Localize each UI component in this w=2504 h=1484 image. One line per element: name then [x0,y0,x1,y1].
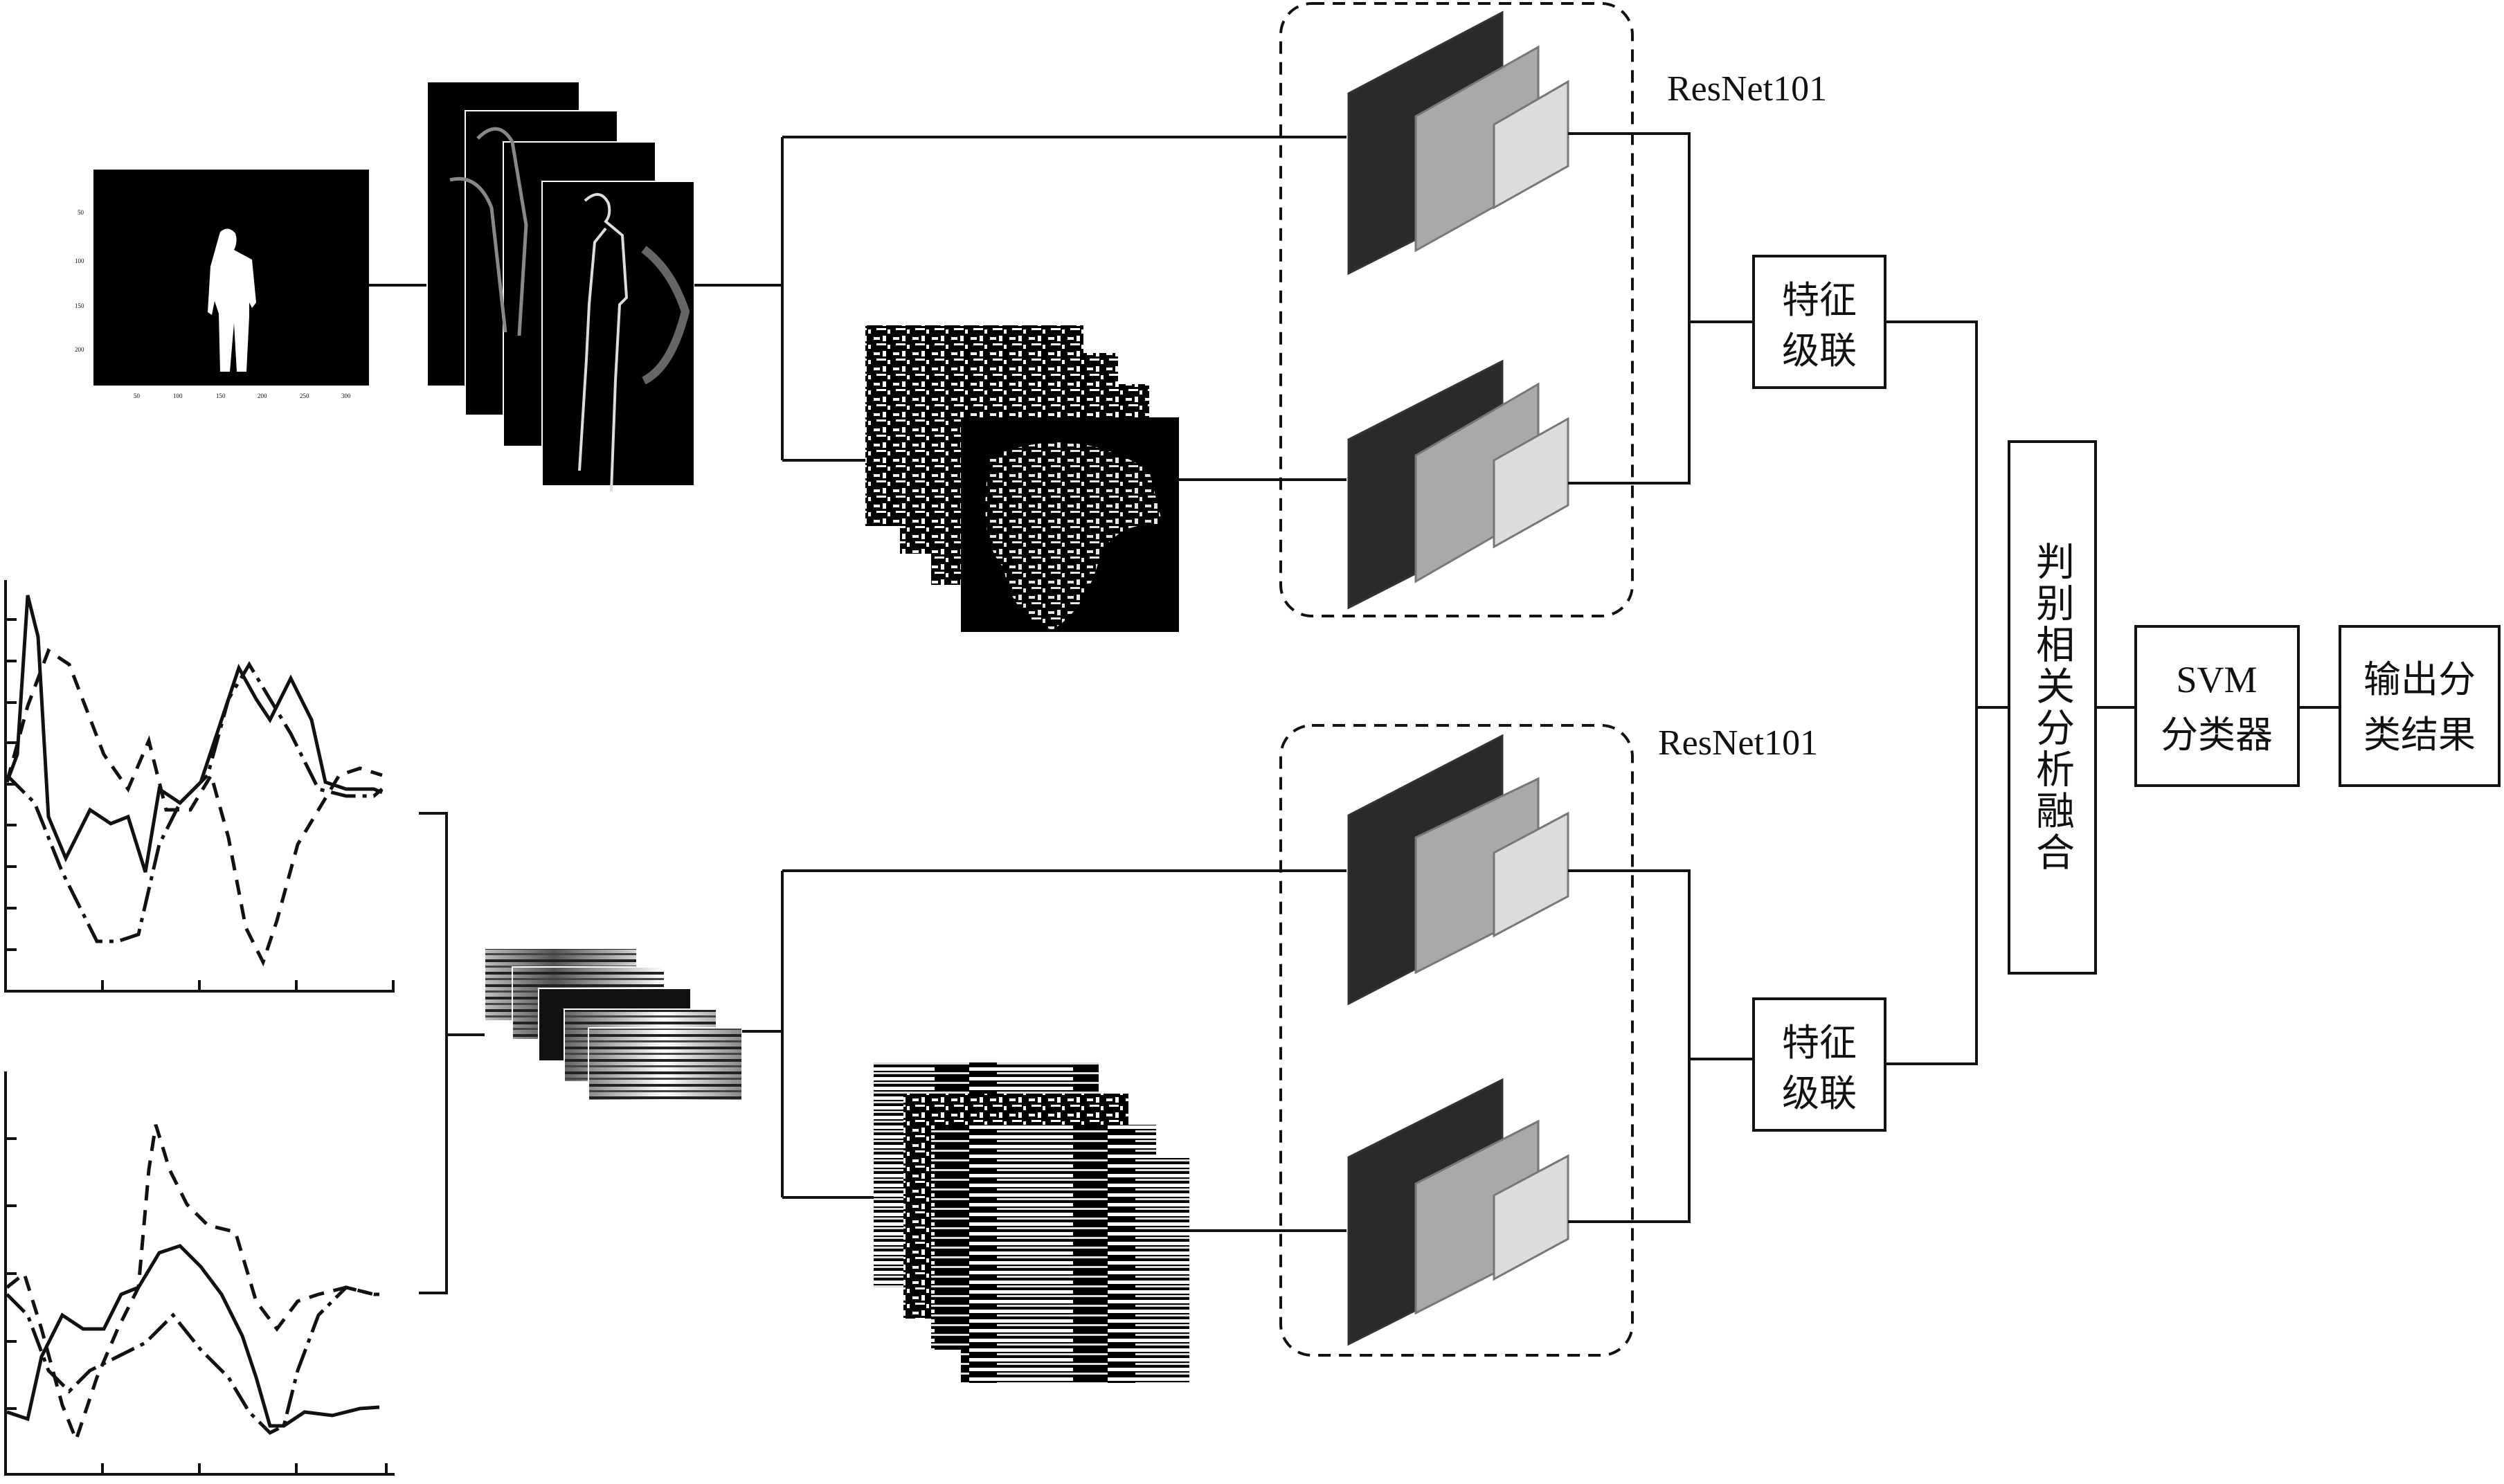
svg-text:150: 150 [216,392,226,399]
svg-text:50: 50 [134,392,141,399]
feature-concat-top-box: 特征 级联 [1752,255,1886,389]
svg-text:SVM: SVM [2176,659,2257,700]
signal-plot-upper [4,580,395,993]
top-texture-stack [865,325,1179,632]
svg-text:50: 50 [78,209,84,216]
resnet-bottom-label: ResNet101 [1658,723,1818,763]
resnet-top-box [1279,2,1634,617]
svg-text:200: 200 [75,346,84,353]
feature-concat-bottom-box: 特征 级联 [1752,997,1886,1132]
output-result-box: 输出分 类结果 [2339,625,2501,787]
person-silhouette [208,228,256,372]
svg-text:150: 150 [75,302,84,309]
resnet-top-upper-layers [1347,10,1569,275]
svg-text:判别相关分析融合: 判别相关分析融合 [2030,541,2075,874]
svg-text:特征: 特征 [1782,1021,1857,1065]
svg-text:100: 100 [173,392,183,399]
silhouette-axes: 50 100 150 200 50 100 150 200 250 300 [75,209,351,399]
resnet-top-label: ResNet101 [1667,69,1827,109]
svg-text:250: 250 [300,392,309,399]
svg-text:输出分: 输出分 [2363,658,2476,701]
svg-text:级联: 级联 [1782,1071,1857,1115]
silhouette-image: 50 100 150 200 50 100 150 200 250 300 [75,170,369,399]
svg-text:分类器: 分类器 [2161,713,2273,757]
svg-text:类结果: 类结果 [2363,713,2476,757]
dca-fusion-box: 判别相关分析融合 [2008,440,2097,975]
gait-energy-strips [484,948,743,1101]
svg-text:特征: 特征 [1782,278,1857,322]
bottom-texture-stack [874,1062,1189,1383]
svg-text:级联: 级联 [1782,329,1857,372]
svg-text:200: 200 [258,392,267,399]
signal-plot-lower [4,1071,395,1476]
gait-frames-stack [426,81,695,492]
svg-text:100: 100 [75,257,84,264]
svm-classifier-box: SVM 分类器 [2134,625,2300,787]
resnet-bottom-upper-layers [1347,734,1569,1006]
svg-text:300: 300 [341,392,351,399]
resnet-bottom-lower-layers [1347,1078,1569,1346]
resnet-top-lower-layers [1347,359,1569,610]
